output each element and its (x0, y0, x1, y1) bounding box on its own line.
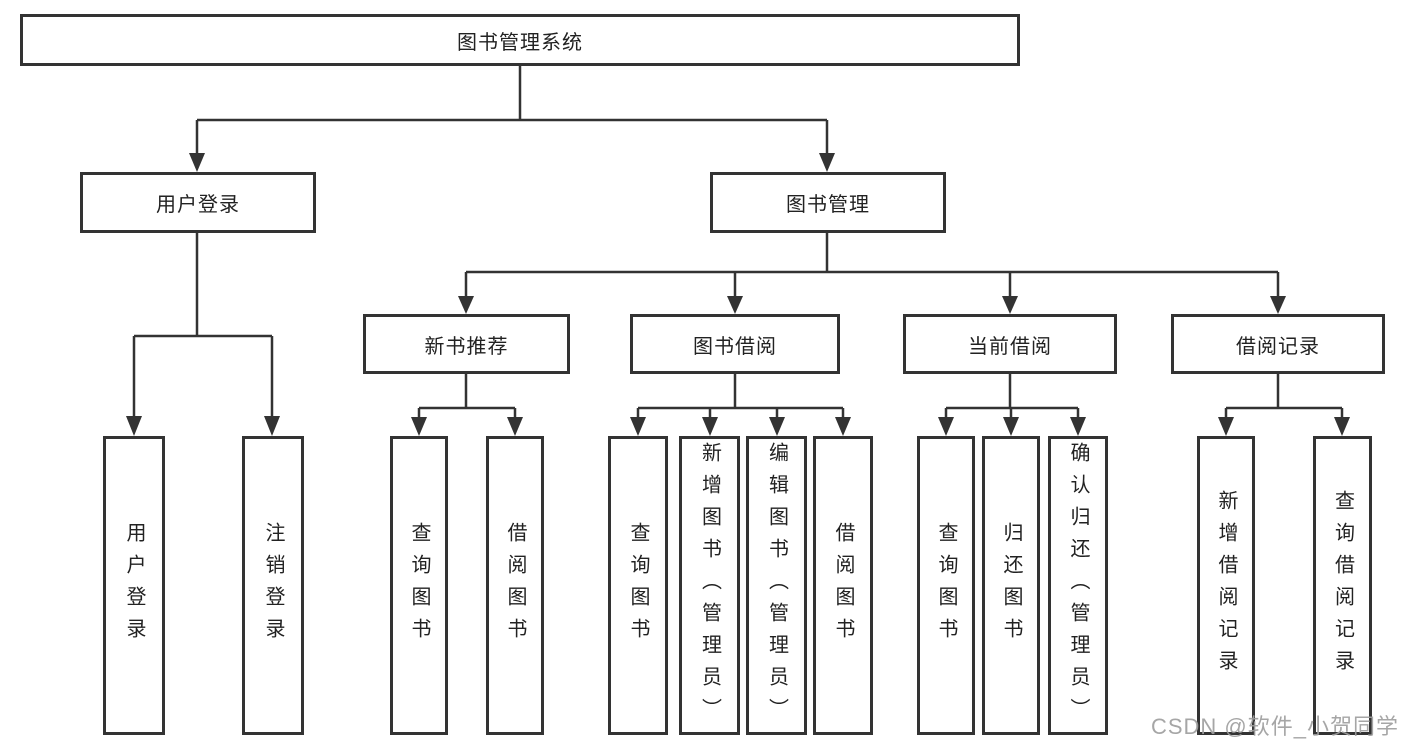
node-user-login: 用户登录 (80, 172, 316, 233)
edge-userlogin-to-leaves (132, 233, 274, 419)
leaf-br-add-record-label: 新增借阅记录 (1215, 489, 1237, 682)
leaf-bb-borrow-books-label: 借阅图书 (832, 521, 854, 650)
node-root-system: 图书管理系统 (20, 14, 1020, 66)
leaf-bb-add-books-admin-label: 新增图书（管理员） (698, 441, 721, 730)
node-current-borrow: 当前借阅 (903, 314, 1117, 374)
leaf-bb-query-books-label: 查询图书 (627, 521, 649, 650)
leaf-logout-label: 注销登录 (262, 521, 284, 650)
leaf-cb-return-books: 归还图书 (982, 436, 1040, 735)
node-borrow-records-label: 借阅记录 (1236, 335, 1320, 358)
csdn-watermark: CSDN @软件_小贺同学 (1150, 714, 1399, 739)
leaf-bb-edit-books-admin-label: 编辑图书（管理员） (765, 441, 788, 730)
leaf-user-login-label: 用户登录 (123, 521, 145, 650)
node-new-book-recommend: 新书推荐 (363, 314, 570, 374)
edge-bookborrow-to-leaves (636, 374, 845, 420)
node-book-management: 图书管理 (710, 172, 946, 233)
edge-root-to-level2 (195, 66, 829, 156)
leaf-bb-add-books-admin: 新增图书（管理员） (679, 436, 740, 735)
leaf-logout: 注销登录 (242, 436, 304, 735)
node-user-login-label: 用户登录 (156, 194, 240, 216)
node-new-book-recommend-label: 新书推荐 (424, 335, 509, 358)
node-root-label: 图书管理系统 (457, 31, 583, 54)
leaf-br-query-record-label: 查询借阅记录 (1331, 489, 1354, 682)
node-current-borrow-label: 当前借阅 (968, 335, 1052, 358)
edge-bookmgmt-to-level3 (464, 233, 1280, 298)
leaf-cb-query-books: 查询图书 (917, 436, 975, 735)
node-book-borrow-label: 图书借阅 (693, 335, 777, 358)
edge-newbookrec-to-leaves (417, 374, 517, 420)
leaf-br-query-record: 查询借阅记录 (1313, 436, 1372, 735)
edge-borrowrecords-to-leaves (1224, 374, 1344, 420)
leaf-cb-return-books-label: 归还图书 (1000, 521, 1022, 650)
leaf-rec-query-books-label: 查询图书 (408, 521, 430, 650)
leaf-br-add-record: 新增借阅记录 (1197, 436, 1255, 735)
leaf-bb-edit-books-admin: 编辑图书（管理员） (746, 436, 807, 735)
leaf-cb-confirm-return-admin-label: 确认归还（管理员） (1067, 441, 1089, 730)
leaf-bb-borrow-books: 借阅图书 (813, 436, 873, 735)
leaf-user-login: 用户登录 (103, 436, 165, 735)
node-book-borrow: 图书借阅 (630, 314, 840, 374)
leaf-cb-query-books-label: 查询图书 (935, 521, 957, 650)
leaf-rec-borrow-books: 借阅图书 (486, 436, 544, 735)
leaf-rec-borrow-books-label: 借阅图书 (504, 521, 526, 650)
leaf-bb-query-books: 查询图书 (608, 436, 668, 735)
node-book-management-label: 图书管理 (786, 194, 870, 216)
edge-currentborrow-to-leaves (944, 374, 1080, 420)
leaf-rec-query-books: 查询图书 (390, 436, 448, 735)
node-borrow-records: 借阅记录 (1171, 314, 1385, 374)
leaf-cb-confirm-return-admin: 确认归还（管理员） (1048, 436, 1108, 735)
